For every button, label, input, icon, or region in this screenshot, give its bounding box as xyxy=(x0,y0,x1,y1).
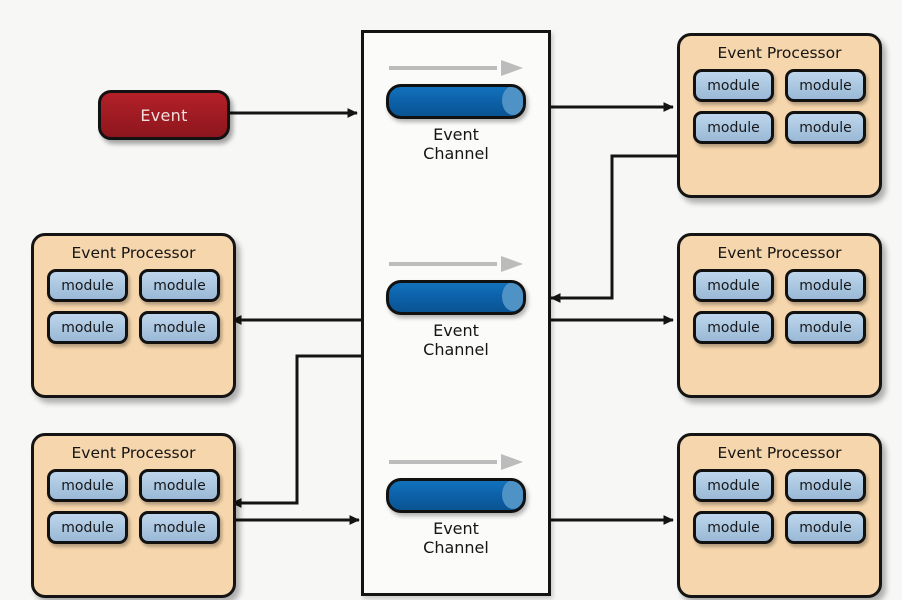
edge-proc-top-right-to-channel2 xyxy=(550,154,678,303)
module-box[interactable]: module xyxy=(139,269,220,302)
flow-direction-arrow-icon xyxy=(389,59,523,77)
module-box[interactable]: module xyxy=(693,469,774,502)
channel-1-label-line2: Channel xyxy=(423,143,489,163)
channel-3-label-line1: Event xyxy=(433,519,479,538)
processor-title: Event Processor xyxy=(717,444,842,462)
module-box[interactable]: module xyxy=(47,311,128,344)
module-box[interactable]: module xyxy=(139,511,220,544)
module-box[interactable]: module xyxy=(47,511,128,544)
event-channel-container: Event Channel Event Channel Event Channe… xyxy=(361,30,551,596)
module-box[interactable]: module xyxy=(785,469,866,502)
channel-1[interactable]: Event Channel xyxy=(371,59,541,164)
channel-2-label-line2: Channel xyxy=(423,339,489,359)
module-grid: module module module module xyxy=(680,69,879,155)
processor-title: Event Processor xyxy=(717,44,842,62)
module-box[interactable]: module xyxy=(693,311,774,344)
processor-title: Event Processor xyxy=(71,444,196,462)
processor-bottom-right[interactable]: Event Processor module module module mod… xyxy=(677,433,882,598)
event-node[interactable]: Event xyxy=(98,90,230,140)
processor-title: Event Processor xyxy=(71,244,196,262)
module-grid: module module module module xyxy=(680,269,879,355)
channel-2-label: Event Channel xyxy=(423,321,489,360)
channel-1-label-line1: Event xyxy=(433,125,479,144)
module-box[interactable]: module xyxy=(785,111,866,144)
channel-3-label-line2: Channel xyxy=(423,537,489,557)
module-box[interactable]: module xyxy=(785,311,866,344)
queue-cylinder-icon xyxy=(386,280,526,315)
channel-3-label: Event Channel xyxy=(423,519,489,558)
module-box[interactable]: module xyxy=(47,469,128,502)
flow-direction-arrow-icon xyxy=(389,453,523,471)
module-box[interactable]: module xyxy=(785,511,866,544)
channel-1-label: Event Channel xyxy=(423,125,489,164)
channel-3[interactable]: Event Channel xyxy=(371,453,541,558)
module-box[interactable]: module xyxy=(139,311,220,344)
queue-cylinder-icon xyxy=(386,478,526,513)
module-grid: module module module module xyxy=(34,469,233,555)
module-box[interactable]: module xyxy=(47,269,128,302)
event-node-label: Event xyxy=(140,105,188,125)
flow-direction-arrow-icon xyxy=(389,255,523,273)
processor-title: Event Processor xyxy=(717,244,842,262)
processor-middle-left[interactable]: Event Processor module module module mod… xyxy=(31,233,236,398)
queue-cylinder-icon xyxy=(386,84,526,119)
module-box[interactable]: module xyxy=(693,111,774,144)
module-box[interactable]: module xyxy=(785,69,866,102)
module-grid: module module module module xyxy=(680,469,879,555)
module-box[interactable]: module xyxy=(693,511,774,544)
module-box[interactable]: module xyxy=(785,269,866,302)
processor-bottom-left[interactable]: Event Processor module module module mod… xyxy=(31,433,236,598)
processor-top-right[interactable]: Event Processor module module module mod… xyxy=(677,33,882,198)
channel-2-label-line1: Event xyxy=(433,321,479,340)
module-box[interactable]: module xyxy=(693,69,774,102)
channel-2[interactable]: Event Channel xyxy=(371,255,541,360)
edge-channel3-to-proc-bottom-left xyxy=(231,354,362,508)
processor-middle-right[interactable]: Event Processor module module module mod… xyxy=(677,233,882,398)
module-box[interactable]: module xyxy=(693,269,774,302)
module-box[interactable]: module xyxy=(139,469,220,502)
module-grid: module module module module xyxy=(34,269,233,355)
